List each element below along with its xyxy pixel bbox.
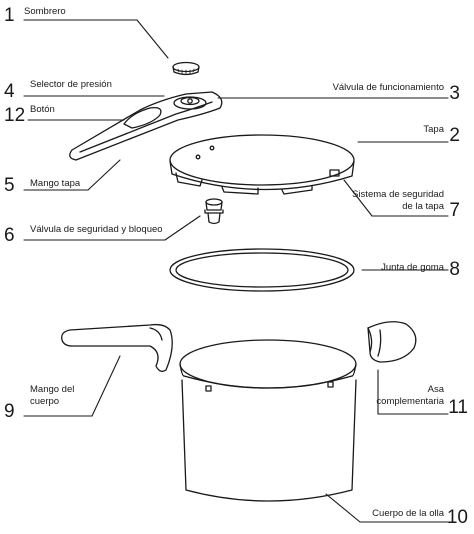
- callout-label-7a: Sistema de seguridad: [352, 189, 444, 200]
- callout-label-1: Sombrero: [24, 6, 66, 17]
- leader-5: [23, 159, 121, 191]
- callout-number-1: 1: [4, 5, 15, 26]
- callout-label-12: Botón: [30, 104, 55, 115]
- callout-label-8: Junta de goma: [381, 262, 444, 273]
- callout-label-5: Mango tapa: [30, 178, 81, 189]
- callout-label-9a: Mango del: [30, 384, 75, 395]
- callout-label-2: Tapa: [423, 124, 444, 135]
- callout-number-7: 7: [449, 200, 460, 221]
- leader-10: [325, 493, 449, 523]
- leader-9: [23, 355, 121, 417]
- leader-6: [23, 215, 201, 241]
- callout-number-6: 6: [4, 225, 15, 246]
- part-junta-goma: [169, 248, 355, 292]
- callout-label-3: Válvula de funcionamiento: [332, 82, 444, 93]
- part-asa-complementaria: [367, 321, 417, 363]
- callout-number-8: 8: [449, 259, 460, 280]
- part-sistema-seguridad: [329, 169, 340, 177]
- callout-number-11: 11: [448, 397, 468, 418]
- leader-1: [23, 19, 169, 59]
- part-mango-cuerpo: [61, 323, 173, 372]
- part-mango-tapa: [69, 91, 223, 161]
- callout-label-9b: cuerpo: [30, 396, 60, 407]
- callout-number-9: 9: [4, 401, 15, 422]
- part-sombrero: [172, 61, 200, 76]
- callout-number-2: 2: [449, 125, 460, 146]
- part-boton: [123, 107, 162, 129]
- part-tapa: [169, 134, 355, 195]
- leader-11: [377, 369, 449, 415]
- callout-label-6: Válvula de seguridad y bloqueo: [30, 224, 163, 235]
- callout-number-10: 10: [446, 507, 468, 528]
- callout-number-12: 12: [4, 105, 26, 126]
- callout-label-11a: Asa: [427, 384, 444, 395]
- leader-lines: [23, 19, 449, 523]
- callout-number-5: 5: [4, 175, 15, 196]
- callout-number-4: 4: [4, 81, 15, 102]
- callout-label-10: Cuerpo de la olla: [372, 508, 444, 519]
- part-cuerpo-olla: [179, 339, 357, 502]
- callout-label-11b: complementaria: [376, 396, 444, 407]
- leader-7: [343, 179, 449, 217]
- callout-number-3: 3: [449, 83, 460, 104]
- part-valvula-seguridad: [204, 198, 224, 225]
- callout-label-4: Selector de presión: [30, 79, 112, 90]
- callout-label-7b: de la tapa: [402, 201, 444, 212]
